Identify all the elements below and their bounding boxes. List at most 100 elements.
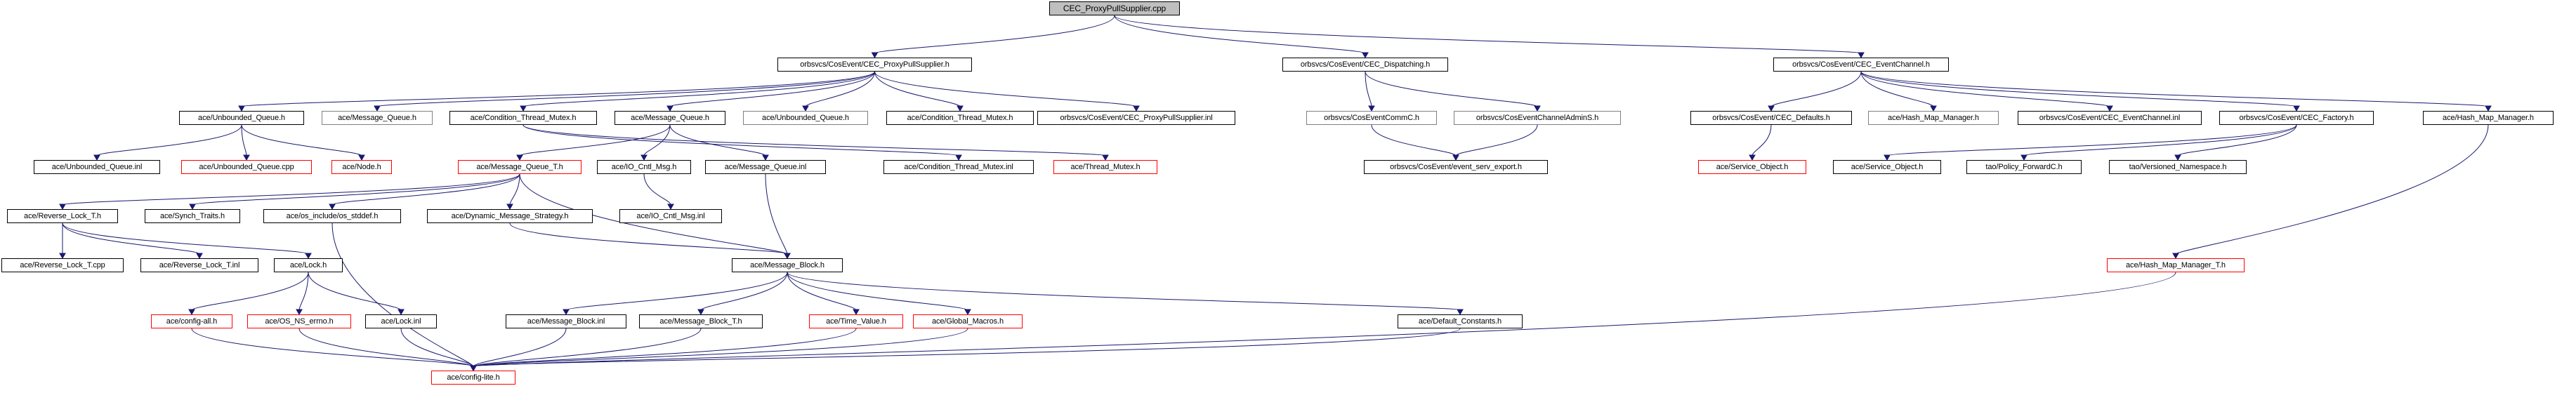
graph-node[interactable]: ace/Condition_Thread_Mutex.h xyxy=(886,111,1034,125)
graph-edge xyxy=(376,71,875,107)
graph-node[interactable]: ace/Reverse_Lock_T.inl xyxy=(140,258,258,272)
graph-node[interactable]: ace/Lock.inl xyxy=(365,314,437,328)
graph-node[interactable]: ace/config-lite.h xyxy=(431,371,515,385)
graph-edge-arrowhead xyxy=(1749,154,1756,161)
graph-node[interactable]: ace/Lock.h xyxy=(274,258,343,272)
graph-node[interactable]: tao/Versioned_Namespace.h xyxy=(2109,160,2247,174)
graph-edge-arrowhead xyxy=(470,365,477,372)
graph-node-label: tao/Versioned_Namespace.h xyxy=(2129,162,2227,171)
graph-node-label: ace/Default_Constants.h xyxy=(1418,317,1502,326)
graph-node[interactable]: orbsvcs/CosEvent/CEC_ProxyPullSupplier.i… xyxy=(1037,111,1235,125)
graph-edge xyxy=(1365,71,1538,107)
graph-edge-arrowhead xyxy=(243,154,250,161)
graph-node[interactable]: ace/Dynamic_Message_Strategy.h xyxy=(427,209,593,223)
graph-node[interactable]: ace/Hash_Map_Manager_T.h xyxy=(2107,258,2245,272)
graph-node[interactable]: ace/Message_Queue_T.h xyxy=(458,160,581,174)
graph-node[interactable]: ace/Condition_Thread_Mutex.h xyxy=(449,111,597,125)
graph-node[interactable]: ace/Unbounded_Queue.h xyxy=(179,111,304,125)
graph-edge xyxy=(191,328,474,367)
graph-node[interactable]: ace/Default_Constants.h xyxy=(1398,314,1523,328)
graph-node[interactable]: ace/Message_Queue.h xyxy=(615,111,725,125)
graph-node[interactable]: orbsvcs/CosEvent/CEC_ProxyPullSupplier.h xyxy=(777,58,972,72)
graph-node-label: ace/Reverse_Lock_T.inl xyxy=(159,260,240,269)
graph-node-label: ace/Hash_Map_Manager.h xyxy=(1888,113,1979,122)
graph-node[interactable]: ace/Hash_Map_Manager.h xyxy=(1868,111,1999,125)
graph-edge xyxy=(1114,15,1366,54)
graph-node[interactable]: ace/Unbounded_Queue.cpp xyxy=(181,160,312,174)
graph-edge-arrowhead xyxy=(964,309,971,316)
graph-node[interactable]: ace/Thread_Mutex.h xyxy=(1053,160,1157,174)
graph-edge xyxy=(787,272,968,311)
graph-node-label: orbsvcs/CosEvent/CEC_Dispatching.h xyxy=(1300,60,1431,69)
graph-node[interactable]: ace/Unbounded_Queue.h xyxy=(743,111,868,125)
graph-edge xyxy=(192,173,520,206)
graph-edge-arrowhead xyxy=(697,309,704,316)
graph-node[interactable]: orbsvcs/CosEvent/CEC_EventChannel.h xyxy=(1773,58,1949,72)
graph-edge xyxy=(1455,124,1538,156)
graph-edge-arrowhead xyxy=(1133,105,1140,112)
graph-node[interactable]: ace/Message_Block.inl xyxy=(506,314,626,328)
graph-node[interactable]: ace/Message_Queue.inl xyxy=(705,160,826,174)
graph-node[interactable]: ace/Synch_Traits.h xyxy=(145,209,240,223)
graph-node[interactable]: ace/Message_Queue.h xyxy=(322,111,433,125)
graph-edge-arrowhead xyxy=(1452,154,1459,161)
graph-edge xyxy=(62,222,309,255)
graph-node[interactable]: orbsvcs/CosEvent/CEC_EventChannel.inl xyxy=(2018,111,2202,125)
graph-node-label: ace/Condition_Thread_Mutex.h xyxy=(470,113,577,122)
graph-edge-arrowhead xyxy=(470,365,477,372)
graph-edge-arrowhead xyxy=(374,105,381,112)
graph-node[interactable]: ace/Hash_Map_Manager.h xyxy=(2423,111,2554,125)
graph-edge xyxy=(241,124,362,156)
graph-edge xyxy=(523,124,959,156)
graph-edge-arrowhead xyxy=(238,105,245,112)
graph-edge-arrowhead xyxy=(506,204,513,211)
graph-node[interactable]: orbsvcs/CosEventChannelAdminS.h xyxy=(1454,111,1621,125)
graph-node-label: ace/IO_Cntl_Msg.inl xyxy=(636,211,705,220)
graph-node[interactable]: ace/Reverse_Lock_T.h xyxy=(7,209,118,223)
graph-edge-arrowhead xyxy=(957,105,964,112)
graph-node[interactable]: ace/Unbounded_Queue.inl xyxy=(34,160,160,174)
graph-node[interactable]: ace/Service_Object.h xyxy=(1833,160,1941,174)
graph-edge xyxy=(331,173,520,206)
graph-node[interactable]: orbsvcs/CosEvent/CEC_Defaults.h xyxy=(1690,111,1852,125)
graph-edge-arrowhead xyxy=(1457,309,1464,316)
graph-edge xyxy=(2177,124,2297,156)
graph-node[interactable]: ace/IO_Cntl_Msg.inl xyxy=(619,209,722,223)
graph-node[interactable]: ace/Message_Block.h xyxy=(732,258,843,272)
graph-edge xyxy=(1114,15,1862,54)
graph-node[interactable]: ace/Node.h xyxy=(331,160,392,174)
graph-node[interactable]: ace/OS_NS_errno.h xyxy=(247,314,351,328)
graph-edge xyxy=(805,71,875,107)
graph-edge xyxy=(473,328,567,367)
graph-node[interactable]: orbsvcs/CosEvent/event_serv_export.h xyxy=(1364,160,1548,174)
graph-node[interactable]: orbsvcs/CosEventCommC.h xyxy=(1306,111,1437,125)
graph-edge xyxy=(473,328,857,367)
graph-node[interactable]: ace/Condition_Thread_Mutex.inl xyxy=(883,160,1034,174)
graph-node-label: orbsvcs/CosEvent/CEC_EventChannel.h xyxy=(1792,60,1930,69)
graph-node[interactable]: ace/config-all.h xyxy=(151,314,232,328)
graph-node[interactable]: tao/Policy_ForwardC.h xyxy=(1966,160,2082,174)
graph-node[interactable]: ace/Message_Block_T.h xyxy=(639,314,763,328)
graph-edge-arrowhead xyxy=(59,204,66,211)
graph-node[interactable]: orbsvcs/CosEvent/CEC_Factory.h xyxy=(2219,111,2374,125)
graph-edge xyxy=(669,71,875,107)
graph-node-label: ace/Lock.inl xyxy=(381,317,421,326)
graph-edge xyxy=(643,124,671,156)
graph-node[interactable]: ace/IO_Cntl_Msg.h xyxy=(597,160,691,174)
graph-node[interactable]: ace/Service_Object.h xyxy=(1698,160,1806,174)
graph-edge-arrowhead xyxy=(762,154,769,161)
graph-node[interactable]: ace/Reverse_Lock_T.cpp xyxy=(1,258,124,272)
graph-edge-arrowhead xyxy=(853,309,860,316)
graph-edge xyxy=(643,173,671,206)
graph-node[interactable]: CEC_ProxyPullSupplier.cpp xyxy=(1049,1,1180,15)
graph-node[interactable]: ace/os_include/os_stddef.h xyxy=(263,209,401,223)
graph-node[interactable]: orbsvcs/CosEvent/CEC_Dispatching.h xyxy=(1282,58,1448,72)
graph-node[interactable]: ace/Time_Value.h xyxy=(809,314,903,328)
graph-node-label: ace/Thread_Mutex.h xyxy=(1070,162,1141,171)
graph-edge-arrowhead xyxy=(470,365,477,372)
graph-edge-arrowhead xyxy=(871,52,879,59)
graph-edge-arrowhead xyxy=(470,365,477,372)
graph-edge xyxy=(1365,71,1372,107)
graph-node[interactable]: ace/Global_Macros.h xyxy=(913,314,1023,328)
graph-node-label: orbsvcs/CosEvent/CEC_Factory.h xyxy=(2239,113,2354,122)
